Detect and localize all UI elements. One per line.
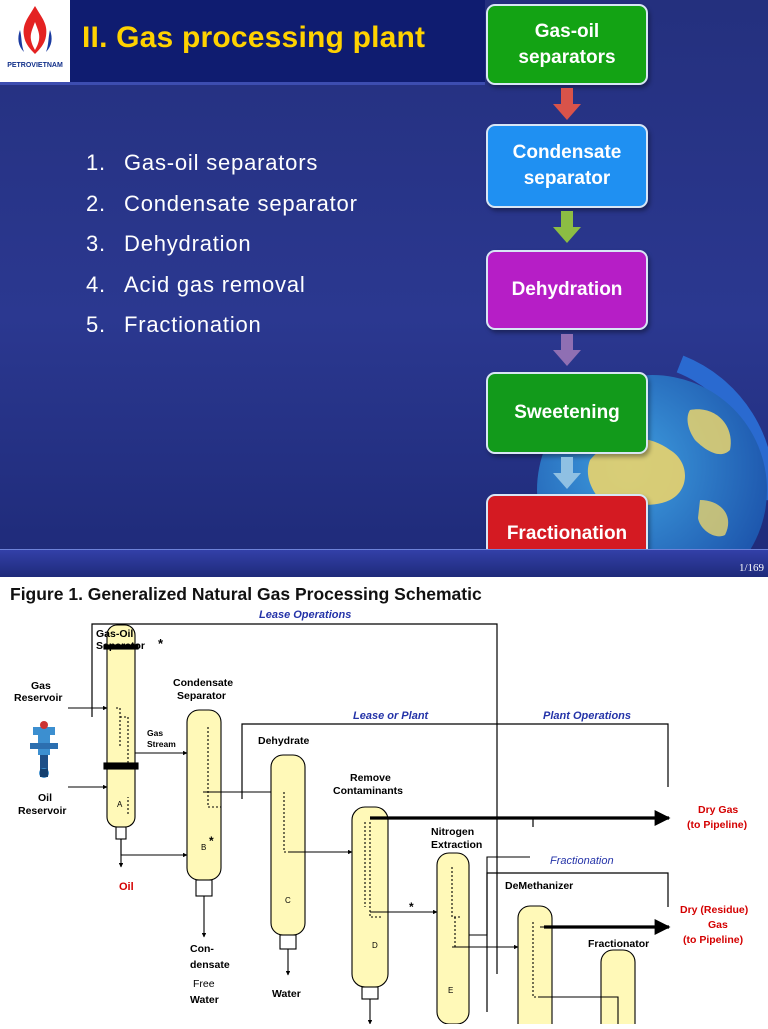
vessel-condensate-separator <box>186 709 222 881</box>
label-dehydrate: Dehydrate <box>258 735 310 747</box>
down-arrow-icon <box>553 88 581 120</box>
logo-text: PETROVIETNAM <box>7 62 63 69</box>
equipment-labels: Gas-Oil Separator * Gas Reservoir Oil Re… <box>14 628 748 1006</box>
petrovietnam-logo: PETROVIETNAM <box>0 0 70 82</box>
slide-title: II. Gas processing plant <box>82 21 426 54</box>
list-item: 5.Fractionation <box>86 312 262 337</box>
title-bar <box>0 0 485 82</box>
page-number: 1/169 <box>738 562 764 574</box>
label-dry-residue: Dry (Residue) <box>680 904 748 916</box>
vessel-label-c: C <box>285 896 291 905</box>
flow-box-sweetening: Sweetening <box>486 372 648 454</box>
vessel-dehydrate <box>270 754 306 936</box>
label-fractionator: Fractionator <box>588 938 649 950</box>
label-dry-gas: Dry Gas <box>698 804 738 816</box>
label-gas-reservoir: Reservoir <box>14 692 62 704</box>
label-free: Free <box>193 978 215 990</box>
list-item: 2.Condensate separator <box>86 190 358 216</box>
vessel-label-a: A <box>117 800 123 809</box>
star-marker: * <box>158 636 164 651</box>
flow-box-dehydration: Dehydration <box>486 250 648 330</box>
label-nitrogen-extraction: Extraction <box>431 839 482 851</box>
figure-title: Figure 1. Generalized Natural Gas Proces… <box>10 584 482 604</box>
plant-operations-label: Plant Operations <box>543 710 631 722</box>
processing-schematic: Figure 1. Generalized Natural Gas Proces… <box>0 577 768 1029</box>
list-item: 4.Acid gas removal <box>86 271 306 297</box>
label-demethanizer: DeMethanizer <box>505 880 573 892</box>
label-residue-pipeline: (to Pipeline) <box>683 934 743 946</box>
wellhead-icon <box>30 721 58 778</box>
steps-list: 1.Gas-oil separators 2.Condensate separa… <box>86 150 358 353</box>
lease-operations-label: Lease Operations <box>259 609 351 621</box>
label-remove: Remove <box>350 772 391 784</box>
down-arrow-icon <box>553 334 581 366</box>
label-condensate-separator: Separator <box>177 690 226 702</box>
vessel-nitrogen-extraction <box>436 852 470 1025</box>
vessels <box>103 624 636 1029</box>
list-item: 1.Gas-oil separators <box>86 150 319 175</box>
label-gas-oil-separator: Gas-Oil <box>96 628 133 640</box>
title-divider <box>0 82 485 85</box>
label-remove-contaminants: Contaminants <box>333 785 403 797</box>
list-item: 3.Dehydration <box>86 231 252 256</box>
label-condensate: Condensate <box>173 677 233 689</box>
vessel-label-d: D <box>372 941 378 950</box>
down-arrow-icon <box>553 211 581 243</box>
label-free-water: Water <box>190 994 219 1006</box>
label-oil-reservoir: Reservoir <box>18 805 66 817</box>
vessel-gas-oil-separator <box>106 624 136 828</box>
label-dry-gas-pipeline: (to Pipeline) <box>687 819 747 831</box>
down-arrow-icon <box>553 457 581 489</box>
star-marker-b: * <box>209 834 214 848</box>
vessel-demethanizer <box>517 905 553 1029</box>
label-stream: Stream <box>147 739 176 749</box>
piping <box>68 705 619 1025</box>
label-water: Water <box>272 988 301 1000</box>
label-nitrogen: Nitrogen <box>431 826 474 838</box>
label-oil-product: Oil <box>119 881 134 893</box>
lease-or-plant-label: Lease or Plant <box>353 710 430 722</box>
section-brackets <box>91 623 669 1012</box>
schematic-diagram: Figure 1. Generalized Natural Gas Proces… <box>10 584 748 1029</box>
label-con: Con- <box>190 943 214 955</box>
label-separator: Separator <box>96 640 145 652</box>
fractionation-label: Fractionation <box>550 855 614 867</box>
label-residue-gas: Gas <box>708 919 728 931</box>
label-densate: densate <box>190 959 230 971</box>
label-gas: Gas <box>31 680 51 692</box>
footer-band <box>0 550 768 577</box>
presentation-slide: PETROVIETNAM II. Gas processing plant 1.… <box>0 0 768 577</box>
vessel-label-b: B <box>201 843 206 852</box>
vessel-fractionator <box>600 949 636 1029</box>
star-marker-d: * <box>409 900 414 914</box>
label-gas-stream: Gas <box>147 728 163 738</box>
flame-logo-icon <box>18 6 52 54</box>
vessel-label-e: E <box>448 986 453 995</box>
label-oil: Oil <box>38 792 52 804</box>
